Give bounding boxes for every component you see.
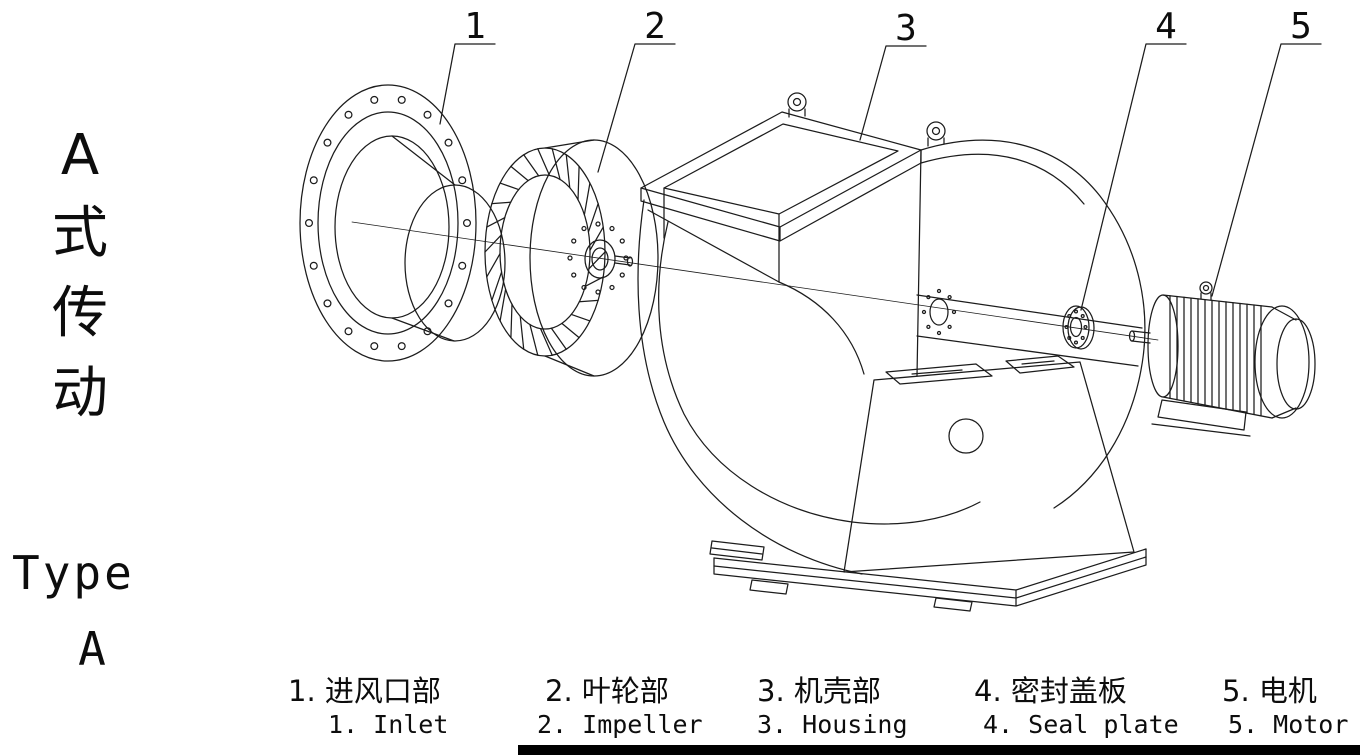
bottom-edge-bar: [518, 745, 1360, 755]
title-char-3: 传: [52, 281, 108, 346]
legend-en-motor: 5. Motor: [1228, 710, 1349, 739]
callout-2: 2: [598, 6, 675, 172]
callout-5: 5: [1212, 6, 1321, 296]
title-char-1: A: [60, 123, 100, 188]
callout-5-number: 5: [1290, 6, 1312, 47]
motor-part: [1130, 282, 1316, 436]
title-char-4: 动: [52, 361, 108, 426]
legend-cn-inlet: 1. 进风口部: [288, 674, 441, 708]
callout-3: 3: [860, 8, 926, 140]
callout-3-number: 3: [895, 8, 917, 49]
legend-cn-housing: 3. 机壳部: [757, 674, 881, 708]
callout-4: 4: [1081, 6, 1186, 310]
centerline: [352, 222, 1158, 340]
title-type-word: Type: [12, 546, 135, 600]
legend-en-sealplate: 4. Seal plate: [983, 710, 1179, 739]
title-type-letter: A: [78, 622, 106, 676]
inlet-part: [300, 85, 505, 361]
drawing-decorations: [306, 96, 1261, 415]
callout-2-number: 2: [644, 6, 666, 47]
legend-en-inlet: 1. Inlet: [328, 710, 449, 739]
legend-en-housing: 3. Housing: [757, 710, 908, 739]
callout-4-number: 4: [1155, 6, 1177, 47]
legend-cn-impeller: 2. 叶轮部: [545, 674, 669, 708]
callout-1: 1: [440, 6, 495, 124]
legend-cn-motor: 5. 电机: [1222, 674, 1317, 708]
housing-part: [638, 93, 1146, 611]
legend-en-impeller: 2. Impeller: [537, 710, 703, 739]
callout-1-number: 1: [464, 6, 486, 47]
title-char-2: 式: [52, 201, 108, 266]
legend-cn-sealplate: 4. 密封盖板: [974, 674, 1127, 708]
